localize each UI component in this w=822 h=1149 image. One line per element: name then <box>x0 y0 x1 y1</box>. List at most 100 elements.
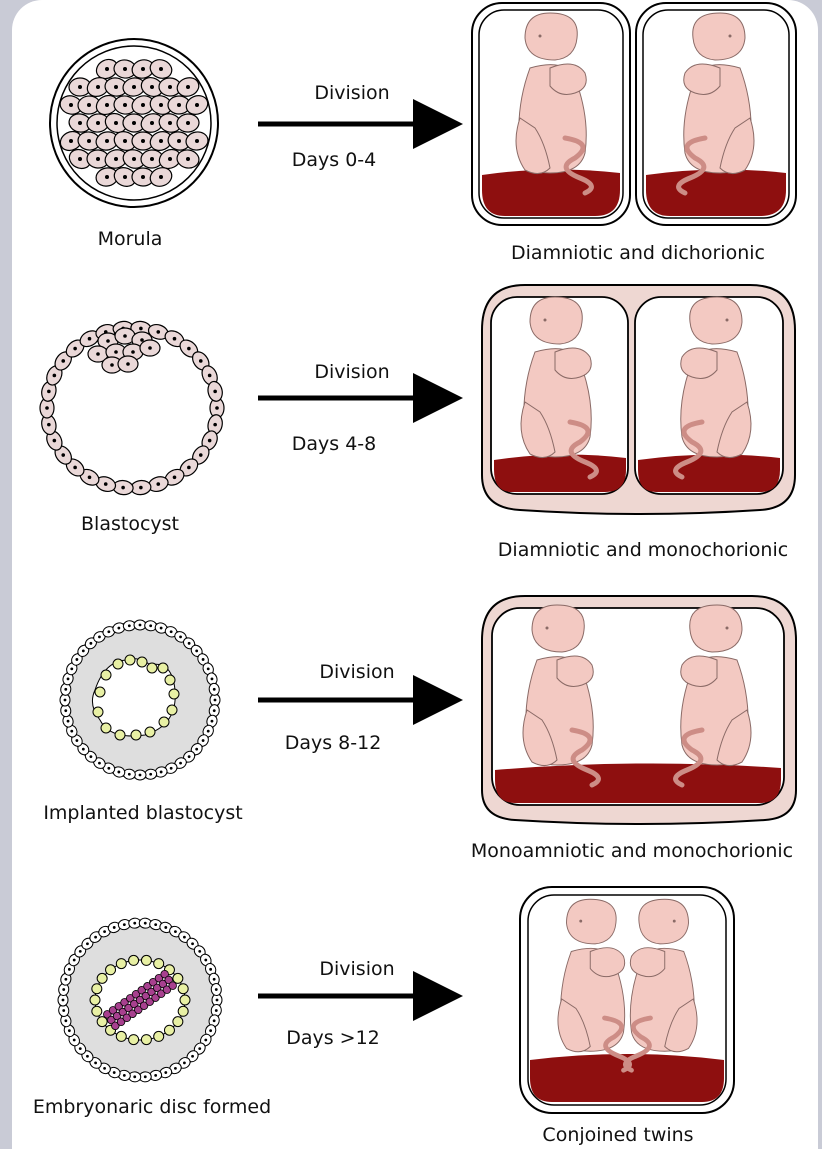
trophoblast-cell <box>106 965 116 975</box>
nucleus <box>123 923 126 926</box>
nucleus <box>213 1019 216 1022</box>
nucleus <box>128 773 131 776</box>
nucleus <box>123 103 127 107</box>
nucleus <box>204 1039 207 1042</box>
nucleus <box>76 739 79 742</box>
nucleus <box>186 85 190 89</box>
nucleus <box>144 922 147 925</box>
nucleus <box>164 926 167 929</box>
nucleus <box>159 139 163 143</box>
nucleus <box>174 1067 177 1070</box>
nucleus <box>170 630 173 633</box>
nucleus <box>96 157 100 161</box>
nucleus <box>73 1039 76 1042</box>
nucleus <box>107 630 110 633</box>
nucleus <box>98 762 101 765</box>
fetus-head <box>567 899 617 944</box>
nucleus <box>105 103 109 107</box>
nucleus <box>150 121 154 125</box>
nucleus <box>195 748 198 751</box>
nucleus <box>195 139 199 143</box>
nucleus <box>159 103 163 107</box>
nucleus <box>105 175 109 179</box>
nucleus <box>195 649 198 652</box>
nucleus <box>159 67 163 71</box>
arrow-3-top-label: Division <box>319 661 394 683</box>
fetus-head <box>693 13 745 60</box>
trophoblast-cell <box>92 1006 102 1016</box>
nucleus <box>114 350 118 354</box>
nucleus <box>123 1074 126 1077</box>
stage-label-disc: Embryonaric disc formed <box>33 1096 271 1118</box>
trophoblast-cell <box>169 689 179 699</box>
nucleus <box>156 482 160 486</box>
nucleus <box>88 475 92 479</box>
nucleus <box>117 627 120 630</box>
blastocyst-figure <box>40 320 224 495</box>
nucleus <box>62 988 65 991</box>
trophoblast-cell <box>159 717 169 727</box>
fetus-head <box>530 297 582 344</box>
arrow-4-top-label: Division <box>319 958 394 980</box>
outcome-monoamniotic <box>482 596 796 824</box>
nucleus <box>87 103 91 107</box>
trophoblast-cell <box>116 1031 126 1041</box>
morula-figure <box>50 39 218 207</box>
fetus-arm <box>684 64 720 94</box>
nucleus <box>89 755 92 758</box>
trophoblast-cell <box>141 955 151 965</box>
trophoblast-cell <box>141 1035 151 1045</box>
arrow-2-top-label: Division <box>314 361 389 383</box>
nucleus <box>105 67 109 71</box>
nucleus <box>113 926 116 929</box>
nucleus <box>78 157 82 161</box>
trophoblast-cell <box>116 959 126 969</box>
nucleus <box>141 103 145 107</box>
nucleus <box>191 1055 194 1058</box>
fetus-head <box>525 13 577 60</box>
nucleus <box>76 658 79 661</box>
nucleus <box>121 486 125 490</box>
nucleus <box>132 157 136 161</box>
nucleus <box>64 978 67 981</box>
nucleus <box>94 936 97 939</box>
fetus-head <box>690 605 742 652</box>
fetus-eye <box>544 319 547 322</box>
nucleus <box>150 157 154 161</box>
nucleus <box>216 999 219 1002</box>
nucleus <box>79 950 82 953</box>
nucleus <box>202 739 205 742</box>
nucleus <box>73 347 77 351</box>
nucleus <box>188 755 191 758</box>
nucleus <box>62 999 65 1002</box>
nucleus <box>213 709 216 712</box>
nucleus <box>160 771 163 774</box>
nucleus <box>64 709 67 712</box>
nucleus <box>94 1062 97 1065</box>
fetus-head <box>690 297 742 344</box>
nucleus <box>139 327 143 331</box>
nucleus <box>156 330 160 334</box>
trophoblast-cell <box>113 659 123 669</box>
trophoblast-cell <box>147 663 157 673</box>
fetus-head <box>532 605 584 652</box>
implanted-blastocyst-figure <box>60 620 220 780</box>
trophoblast-cell <box>164 1025 174 1035</box>
nucleus <box>144 1075 147 1078</box>
nucleus <box>149 624 152 627</box>
trophoblast-cell <box>167 705 177 715</box>
nucleus <box>209 968 212 971</box>
outcome-conjoined <box>520 887 734 1113</box>
nucleus <box>69 139 73 143</box>
nucleus <box>141 175 145 179</box>
nucleus <box>96 121 100 125</box>
nucleus <box>139 486 143 490</box>
fetus-eye <box>726 319 729 322</box>
trophoblast-cell <box>93 707 103 717</box>
nucleus <box>87 139 91 143</box>
nucleus <box>123 67 127 71</box>
nucleus <box>198 1047 201 1050</box>
outcome-label-2: Diamniotic and monochorionic <box>498 539 788 561</box>
nucleus <box>105 139 109 143</box>
stage-label-implanted: Implanted blastocyst <box>43 802 242 824</box>
